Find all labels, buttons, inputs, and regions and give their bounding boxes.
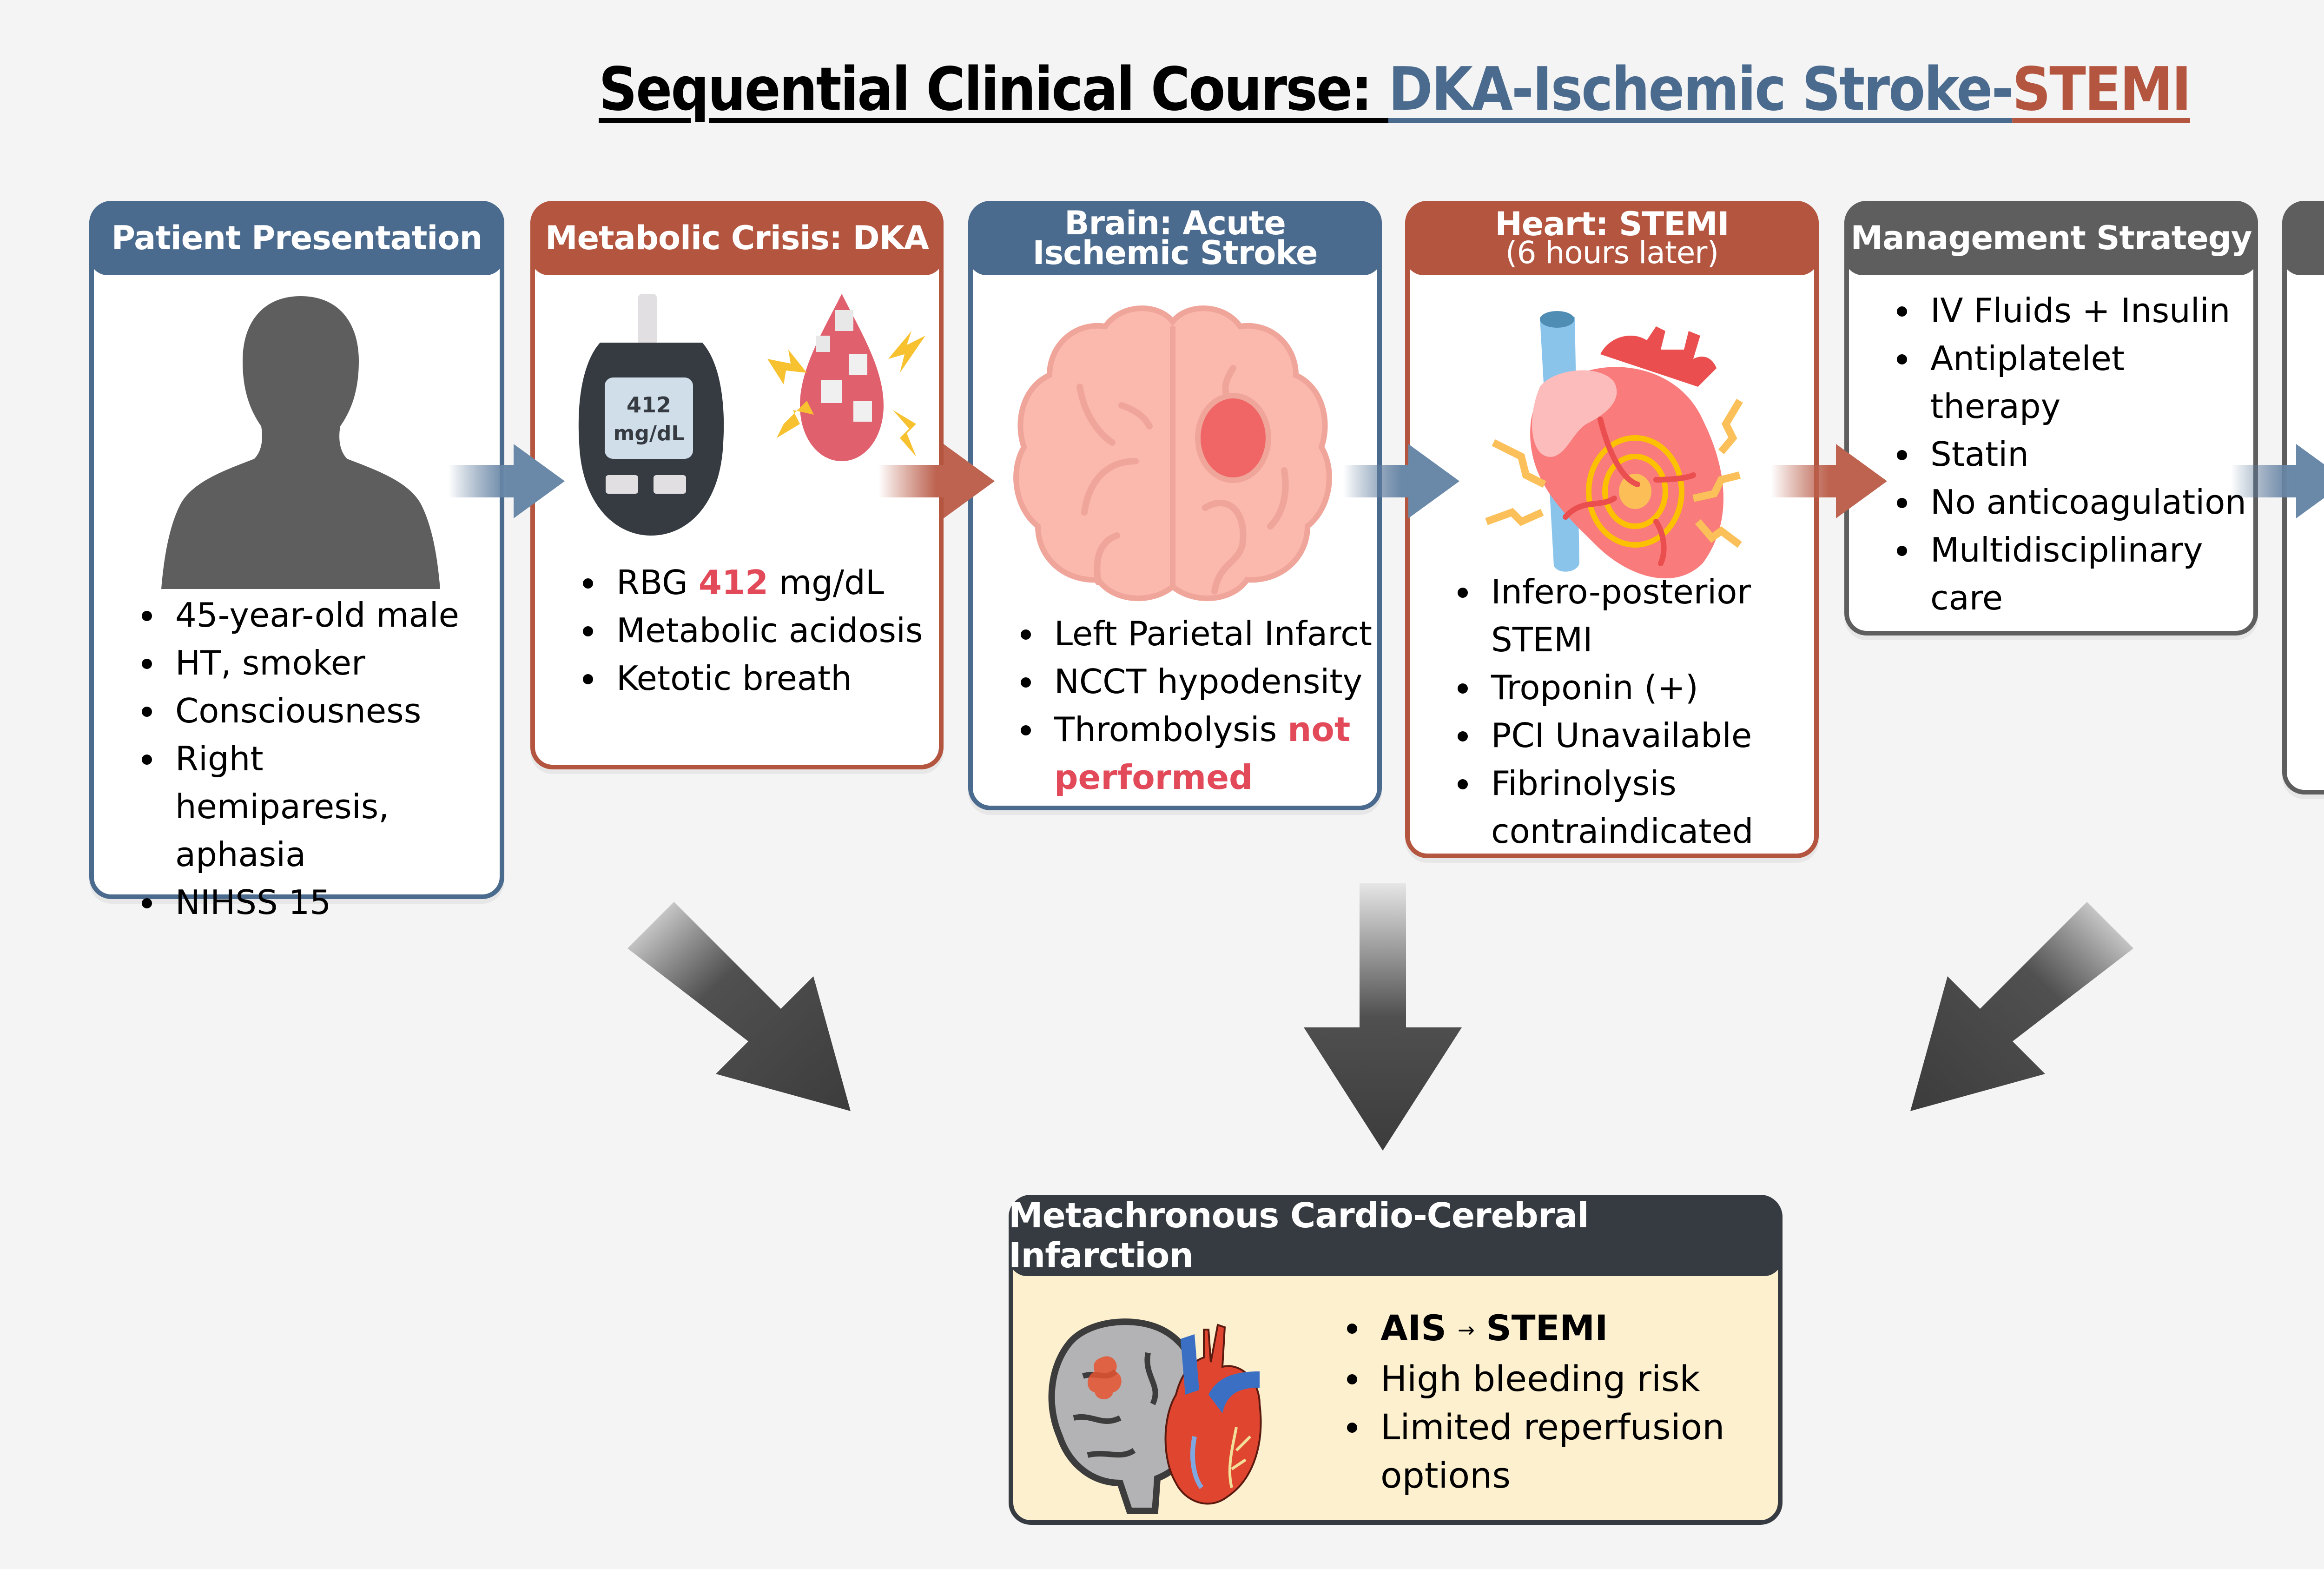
arrow-right-icon: → — [1458, 1318, 1475, 1342]
summary-header: Metachronous Cardio-Cerebral Infarction — [1009, 1195, 1783, 1276]
panel-acute-ischemic-stroke: Brain: Acute Ischemic Stroke Left Pariet… — [968, 201, 1382, 810]
panel-header: Heart: STEMI (6 hours later) — [1405, 201, 1819, 275]
list-item: Ketotic breath — [574, 655, 928, 702]
panel-title-line1: Heart: STEMI — [1495, 205, 1729, 243]
list-item: PCI Unavailable — [1449, 712, 1812, 760]
list-item: Troponin (+) — [1449, 664, 1812, 712]
panel-title: Management Strategy — [1850, 219, 2252, 257]
list-item: NIHSS 15 — [133, 879, 487, 927]
flow-arrow-3-to-4 — [1343, 444, 1459, 518]
list-item: Right hemiparesis, aphasia — [133, 735, 487, 879]
panel-title-line2: (6 hours later) — [1505, 235, 1719, 271]
list-item: Thrombolysis not performed — [1012, 706, 1375, 801]
page-title: Sequential Clinical Course: DKA-Ischemic… — [0, 55, 2324, 124]
flow-arrow-5-to-6 — [2231, 444, 2324, 518]
list-item: High bleeding risk — [1339, 1355, 1757, 1403]
panel-title: Metabolic Crisis: DKA — [545, 219, 929, 257]
list-item: Metabolic acidosis — [574, 607, 928, 655]
brain-heart-icon — [1048, 1318, 1262, 1514]
panel-title-line2: Ischemic Stroke — [1032, 234, 1318, 272]
list-item: Infero-posterior STEMI — [1449, 568, 1812, 664]
panel-header: Patient Presentation — [89, 201, 504, 275]
person-silhouette-icon — [161, 296, 440, 589]
flow-arrow-1-to-2 — [449, 444, 565, 518]
converge-arrow-right — [1910, 902, 2133, 1111]
panel-title: Patient Presentation — [111, 219, 483, 257]
panel-header: Brain: Acute Ischemic Stroke — [968, 201, 1382, 275]
summary-title: Metachronous Cardio-Cerebral Infarction — [1009, 1195, 1589, 1276]
rbg-value: 412 — [698, 563, 769, 602]
list-item: RBG 412 mg/dL — [574, 559, 928, 607]
title-part-stemi: STEMI — [2012, 55, 2192, 124]
list-item: 45-year-old male — [133, 591, 487, 639]
blood-sugar-drop-icon — [767, 294, 925, 461]
summary-to: STEMI — [1486, 1307, 1608, 1349]
list-item: Left Parietal Infarct — [1012, 610, 1375, 658]
list-item: Limited reperfusion options — [1339, 1403, 1757, 1500]
management-list: IV Fluids + Insulin Antiplatelet therapy… — [1888, 287, 2256, 622]
glucometer-icon: 412 mg/dL — [578, 294, 724, 536]
panel-title-line1: Brain: Acute — [1064, 204, 1286, 242]
converge-arrow-left — [627, 902, 851, 1111]
list-item: AIS → STEMI — [1339, 1304, 1757, 1355]
list-item: HT, smoker — [133, 639, 487, 687]
summary-list: AIS → STEMI High bleeding risk Limited r… — [1339, 1304, 1757, 1500]
stroke-findings-list: Left Parietal Infarct NCCT hypodensity T… — [1012, 610, 1375, 801]
panel-header: Outcome — [2282, 201, 2324, 275]
stemi-findings-list: Infero-posterior STEMI Troponin (+) PCI … — [1449, 568, 1812, 855]
panel-patient-presentation: Patient Presentation 45-year-old male HT… — [89, 201, 504, 922]
list-item: Statin — [1888, 430, 2256, 478]
panel-header: Metabolic Crisis: DKA — [530, 201, 944, 275]
brain-infarct-icon — [1013, 305, 1332, 601]
list-item: No anticoagulation — [1888, 478, 2256, 526]
list-item: NCCT hypodensity — [1012, 658, 1375, 706]
panel-metabolic-crisis: Metabolic Crisis: DKA 412 mg/dL RBG 412 … — [530, 201, 944, 769]
heart-infarct-icon — [1485, 311, 1743, 579]
meter-value: 412 — [627, 392, 671, 417]
title-part-dka-stroke: DKA-Ischemic Stroke- — [1388, 55, 2014, 124]
converge-arrow-center — [1304, 883, 1462, 1151]
meter-unit: mg/dL — [614, 422, 685, 445]
patient-findings-list: 45-year-old male HT, smoker Consciousnes… — [133, 591, 487, 927]
list-item: Antiplatelet therapy — [1888, 335, 2256, 430]
flow-arrow-4-to-5 — [1771, 444, 1887, 518]
list-item: Multidisciplinary care — [1888, 526, 2256, 622]
list-item: Fibrinolysis contraindicated — [1449, 760, 1812, 855]
thrombolysis-status: not performed — [1054, 710, 1351, 797]
summary-box: Metachronous Cardio-Cerebral Infarction … — [1009, 1195, 1783, 1525]
panel-header: Management Strategy — [1844, 201, 2258, 275]
dka-findings-list: RBG 412 mg/dL Metabolic acidosis Ketotic… — [574, 559, 928, 702]
list-item: IV Fluids + Insulin — [1888, 287, 2256, 335]
panel-management-strategy: Management Strategy IV Fluids + Insulin … — [1844, 201, 2258, 636]
panel-stemi: Heart: STEMI (6 hours later) Infero-post… — [1405, 201, 1819, 858]
flow-arrow-2-to-3 — [878, 444, 995, 518]
list-item: Consciousness — [133, 687, 487, 735]
summary-from: AIS — [1380, 1307, 1446, 1349]
title-part-course: Sequential Clinical Course: — [599, 55, 1388, 124]
